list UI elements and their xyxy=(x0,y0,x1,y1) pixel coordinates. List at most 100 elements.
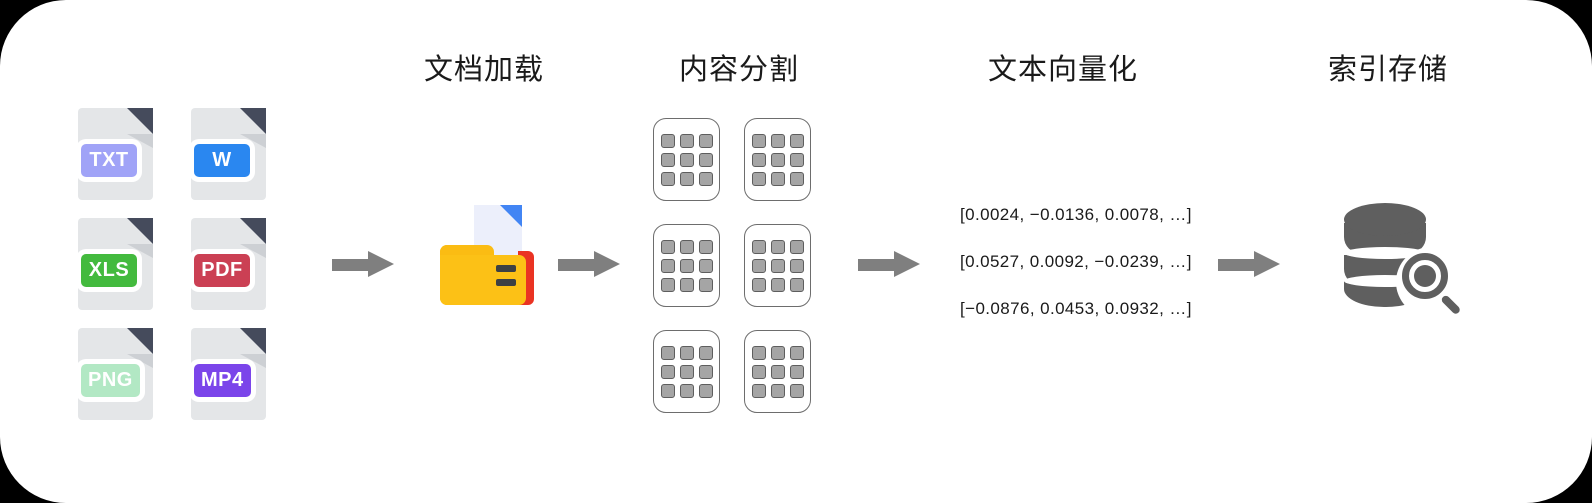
chunk-cell xyxy=(698,383,713,398)
chunk-cell xyxy=(698,258,713,273)
source-file-group: TXT W XLS PDF PNG xyxy=(78,108,293,420)
chunk-cell xyxy=(789,239,804,254)
chunk-block xyxy=(744,330,811,413)
chunk-cell xyxy=(751,171,766,186)
chunk-cell xyxy=(698,239,713,254)
chunk-cell xyxy=(679,171,694,186)
chunk-cell xyxy=(660,345,675,360)
chunk-cell xyxy=(679,364,694,379)
chunk-block xyxy=(653,118,720,201)
file-fold-icon xyxy=(127,108,153,134)
arrow-head xyxy=(894,251,920,277)
arrow-to-vectors-icon xyxy=(858,251,920,277)
arrow-to-index-icon xyxy=(1218,251,1280,277)
database-top-ellipse xyxy=(1344,203,1426,236)
vector-row: [−0.0876, 0.0453, 0.0932, …] xyxy=(960,299,1192,318)
chunk-cell xyxy=(789,258,804,273)
chunk-cell xyxy=(698,345,713,360)
arrow-to-chunks-icon xyxy=(558,251,620,277)
file-badge-label: PDF xyxy=(194,254,250,287)
chunk-cell xyxy=(751,258,766,273)
chunk-cell xyxy=(660,133,675,148)
chunk-cell xyxy=(660,239,675,254)
arrow-to-loader-icon xyxy=(332,251,394,277)
vector-list: [0.0024, −0.0136, 0.0078, …] [0.0527, 0.… xyxy=(960,205,1192,346)
stage-title-text-vectorization: 文本向量化 xyxy=(987,54,1139,86)
chunk-cell xyxy=(679,345,694,360)
chunk-block xyxy=(653,224,720,307)
chunk-cell xyxy=(698,277,713,292)
chunk-cell xyxy=(679,133,694,148)
folder-line-2 xyxy=(496,279,516,286)
chunk-cell xyxy=(660,364,675,379)
chunk-cell xyxy=(770,239,785,254)
chunk-cell xyxy=(789,383,804,398)
magnifier-lens xyxy=(1414,265,1436,287)
file-badge-label: XLS xyxy=(81,254,137,287)
arrow-head xyxy=(594,251,620,277)
arrow-head xyxy=(1254,251,1280,277)
arrow-head xyxy=(368,251,394,277)
chunk-block xyxy=(744,224,811,307)
chunk-block-group xyxy=(653,118,833,414)
chunk-cell xyxy=(679,239,694,254)
chunk-cell xyxy=(660,258,675,273)
chunk-cell xyxy=(789,277,804,292)
file-icon-png: PNG xyxy=(78,328,153,420)
chunk-cell xyxy=(751,383,766,398)
chunk-cell xyxy=(660,383,675,398)
file-fold-icon xyxy=(127,218,153,244)
file-icon-xls: XLS xyxy=(78,218,153,310)
chunk-cell xyxy=(789,364,804,379)
chunk-block xyxy=(744,118,811,201)
chunk-cell xyxy=(770,152,785,167)
file-fold-icon xyxy=(240,328,266,354)
chunk-cell xyxy=(660,152,675,167)
chunk-block xyxy=(653,330,720,413)
chunk-cell xyxy=(789,133,804,148)
file-badge-label: PNG xyxy=(81,364,140,397)
chunk-cell xyxy=(770,258,785,273)
chunk-cell xyxy=(679,383,694,398)
vector-row: [0.0527, 0.0092, −0.0239, …] xyxy=(960,252,1192,271)
chunk-cell xyxy=(789,171,804,186)
chunk-cell xyxy=(660,171,675,186)
arrow-shaft xyxy=(558,259,596,271)
chunk-cell xyxy=(660,277,675,292)
chunk-cell xyxy=(770,383,785,398)
file-icon-txt: TXT xyxy=(78,108,153,200)
stage-title-document-loading: 文档加载 xyxy=(423,54,545,86)
chunk-cell xyxy=(751,133,766,148)
database-groove xyxy=(1344,247,1426,259)
chunk-grid xyxy=(660,133,713,186)
arrow-shaft xyxy=(858,259,896,271)
chunk-cell xyxy=(751,239,766,254)
file-fold-icon xyxy=(240,108,266,134)
chunk-cell xyxy=(698,152,713,167)
chunk-cell xyxy=(789,152,804,167)
chunk-cell xyxy=(770,277,785,292)
file-icon-mp4: MP4 xyxy=(191,328,266,420)
chunk-cell xyxy=(751,277,766,292)
chunk-grid xyxy=(660,345,713,398)
file-fold-icon xyxy=(240,218,266,244)
chunk-cell xyxy=(751,152,766,167)
chunk-cell xyxy=(679,152,694,167)
file-fold-icon xyxy=(127,328,153,354)
file-badge-label: W xyxy=(194,144,250,177)
folder-document-icon xyxy=(440,205,548,305)
chunk-cell xyxy=(679,258,694,273)
chunk-grid xyxy=(660,239,713,292)
magnifier-ring xyxy=(1402,253,1448,299)
chunk-cell xyxy=(770,133,785,148)
file-icon-word: W xyxy=(191,108,266,200)
chunk-cell xyxy=(679,277,694,292)
chunk-grid xyxy=(751,133,804,186)
chunk-cell xyxy=(698,171,713,186)
file-badge-label: MP4 xyxy=(194,364,251,397)
chunk-cell xyxy=(751,364,766,379)
file-icon-pdf: PDF xyxy=(191,218,266,310)
chunk-cell xyxy=(770,364,785,379)
chunk-cell xyxy=(770,171,785,186)
